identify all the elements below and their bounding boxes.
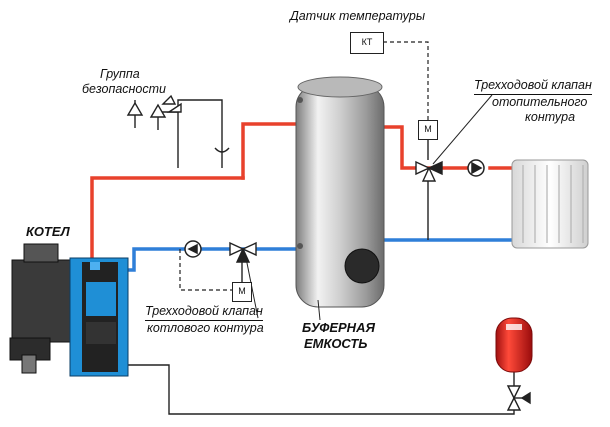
boiler-valve-motor-box: М xyxy=(232,282,252,302)
temperature-sensor-box: КТ xyxy=(350,32,384,54)
circulation-pump-icon xyxy=(184,240,202,258)
pointer-lines xyxy=(245,94,493,321)
safety-group-label-line2: безопасности xyxy=(82,82,166,96)
safety-group-label-line1: Группа xyxy=(100,67,140,81)
heating-valve-label-line1: Трехходовой клапан xyxy=(474,78,592,95)
hot-riser-pipe xyxy=(241,122,299,180)
expansion-line xyxy=(124,364,515,415)
boiler-label: КОТЕЛ xyxy=(26,224,70,239)
safety-valve-icon xyxy=(126,94,230,153)
buffer-tank xyxy=(295,76,385,308)
hot-pipes xyxy=(90,122,514,260)
heating-valve-pointer xyxy=(432,94,493,165)
heating-valve-motor-box: М xyxy=(418,120,438,140)
cold-pipes xyxy=(122,238,514,272)
boiler-valve-pointer xyxy=(245,257,259,319)
sensor-box-label: КТ xyxy=(361,37,373,47)
boiler-return-pipe xyxy=(122,247,296,272)
temp-sensor-label: Датчик температуры xyxy=(290,9,426,23)
buffer-label-line2: ЕМКОСТЬ xyxy=(304,336,368,351)
control-lines xyxy=(179,41,429,291)
boiler-valve-label-line2: котлового контура xyxy=(147,321,264,335)
boiler-valve-label-line1: Трехходовой клапан xyxy=(145,304,263,321)
boiler xyxy=(9,243,129,377)
sensor-to-motor-line xyxy=(383,41,429,120)
heating-valve-label-line2: отопительного xyxy=(492,95,588,109)
heating-valve-label-line3: контура xyxy=(525,110,576,124)
three-way-valve-icon xyxy=(229,241,257,263)
three-way-valve-icon xyxy=(415,160,443,182)
circulation-pump-icon xyxy=(467,159,485,177)
motor-boiler-label: М xyxy=(238,286,246,296)
radiator-icon xyxy=(511,159,589,249)
boiler-hot-outlet-pipe xyxy=(90,176,245,260)
motor-heating-label: М xyxy=(424,124,432,134)
buffer-pointer xyxy=(317,299,321,321)
safety-group-branch xyxy=(177,99,223,168)
expansion-tank xyxy=(495,317,533,373)
buffer-label-line1: БУФЕРНАЯ xyxy=(302,320,375,335)
drain-valve-icon xyxy=(506,385,531,411)
